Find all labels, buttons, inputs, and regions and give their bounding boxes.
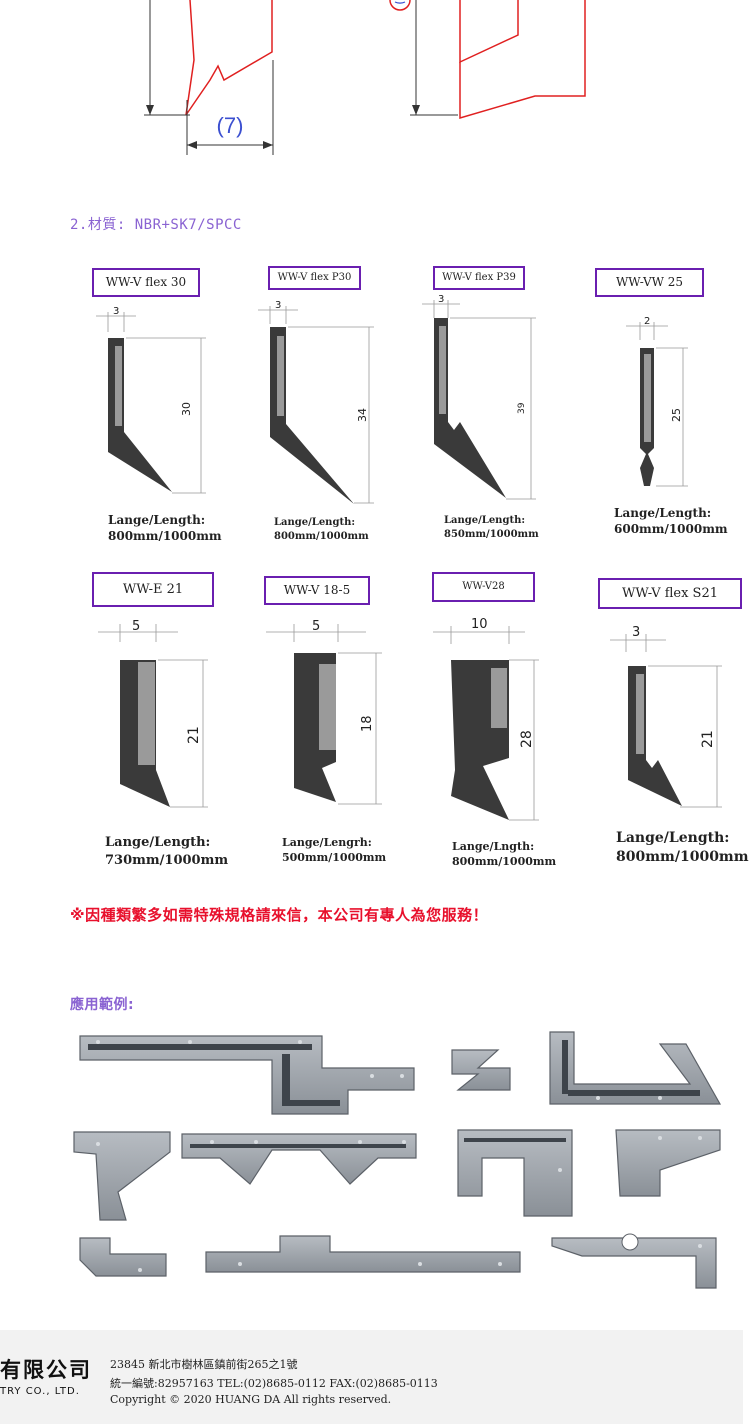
profile-drawing: 34 3 bbox=[258, 300, 374, 504]
product-name: WW-V flex 30 bbox=[92, 268, 200, 297]
profile-drawing: 21 5 bbox=[98, 619, 208, 808]
profile-drawing: 39 3 bbox=[422, 294, 536, 500]
length-value: 800mm/1000mm bbox=[452, 854, 557, 868]
length-label: Lange/Length: bbox=[108, 513, 206, 527]
product-name: WW-V 18-5 bbox=[264, 576, 370, 605]
profile-drawing: 21 3 bbox=[610, 625, 722, 808]
height-dim: 25 bbox=[670, 408, 683, 422]
product-name: WW-V flex P39 bbox=[433, 266, 525, 290]
company-logo-en: TRY CO., LTD. bbox=[0, 1386, 80, 1397]
footer-contact: 統一編號:82957163 TEL:(02)8685-0112 FAX:(02)… bbox=[110, 1377, 438, 1390]
height-dim: 39 bbox=[517, 402, 527, 414]
length-label: Lange/Length: bbox=[616, 830, 730, 846]
length-label: Lange/Lengrh: bbox=[282, 836, 372, 849]
height-dim: 34 bbox=[356, 408, 369, 422]
product-name: WW-V flex S21 bbox=[598, 578, 742, 609]
height-dim: 21 bbox=[186, 726, 202, 744]
product-name: WW-V28 bbox=[432, 572, 535, 602]
height-dim: 30 bbox=[180, 402, 193, 416]
width-dim: 5 bbox=[312, 619, 320, 634]
length-label: Lange/Length: bbox=[444, 515, 526, 526]
product-name: WW-VW 25 bbox=[595, 268, 704, 297]
product-card-ww-e-21: WW-E 21 21 5 Lange/Length: 730mm/1000mm bbox=[80, 570, 240, 880]
profile-drawing: 25 2 bbox=[626, 316, 688, 487]
length-value: 600mm/1000mm bbox=[614, 522, 728, 537]
profile-drawing: 18 5 bbox=[266, 619, 382, 805]
length-value: 850mm/1000mm bbox=[444, 528, 539, 540]
product-card-ww-v28: WW-V28 28 10 Lange/Lngth: 800mm/1000mm bbox=[425, 570, 585, 880]
application-examples bbox=[0, 1020, 743, 1320]
footer-copyright: Copyright © 2020 HUANG DA All rights res… bbox=[110, 1393, 392, 1406]
top-technical-drawing: (7) bbox=[0, 0, 743, 170]
material-title: 2.材質: NBR+SK7/SPCC bbox=[70, 217, 242, 233]
product-length: Lange/Length: 730mm/1000mm bbox=[105, 834, 228, 869]
product-card-ww-vw-25: WW-VW 25 25 2 Lange/Length: 600mm/1000mm bbox=[588, 262, 743, 552]
special-spec-notice: ※因種類繁多如需特殊規格請來信，本公司有專人為您服務！ bbox=[70, 906, 489, 924]
product-name: WW-V flex P30 bbox=[268, 266, 361, 290]
product-length: Lange/Length: 850mm/1000mm bbox=[444, 514, 539, 541]
width-dim: 3 bbox=[275, 300, 281, 311]
applications-title: 應用範例: bbox=[70, 997, 135, 1013]
product-card-ww-v-18-5: WW-V 18-5 18 5 Lange/Lengrh: 500mm/1000m… bbox=[258, 570, 418, 880]
width-dim: 3 bbox=[632, 625, 640, 640]
product-card-ww-v-flex-p30: WW-V flex P30 34 3 Lange/Length: 800mm/1… bbox=[250, 262, 410, 552]
length-label: Lange/Lngth: bbox=[452, 840, 535, 853]
product-card-ww-v-flex-s21: WW-V flex S21 21 3 Lange/Length: 800mm/1… bbox=[590, 570, 749, 880]
length-value: 730mm/1000mm bbox=[105, 852, 229, 868]
profile-drawing: 28 10 bbox=[433, 617, 539, 821]
dimension-label-7: (7) bbox=[216, 113, 244, 138]
product-card-ww-v-flex-p39: WW-V flex P39 39 3 Lange/Length: 850mm/1… bbox=[420, 262, 580, 552]
height-dim: 21 bbox=[700, 730, 716, 748]
company-logo-zh: 有限公司 bbox=[0, 1358, 92, 1382]
length-value: 500mm/1000mm bbox=[282, 850, 387, 864]
profile-drawing: 30 3 bbox=[96, 306, 206, 494]
length-value: 800mm/1000mm bbox=[616, 848, 749, 865]
product-length: Lange/Length: 600mm/1000mm bbox=[614, 505, 728, 537]
product-length: Lange/Lengrh: 500mm/1000mm bbox=[282, 836, 386, 866]
width-dim: 2 bbox=[644, 316, 650, 327]
length-label: Lange/Length: bbox=[105, 835, 211, 850]
product-card-ww-v-flex-30: WW-V flex 30 30 3 Lange/Length: 800mm/10… bbox=[80, 262, 240, 552]
length-value: 800mm/1000mm bbox=[108, 529, 222, 544]
top-drawing-svg bbox=[144, 0, 586, 155]
product-length: Lange/Length: 800mm/1000mm bbox=[108, 512, 222, 544]
product-name: WW-E 21 bbox=[92, 572, 214, 607]
application-examples-illustration bbox=[73, 1031, 722, 1289]
width-dim: 5 bbox=[132, 619, 140, 634]
product-length: Lange/Lngth: 800mm/1000mm bbox=[452, 840, 556, 870]
product-length: Lange/Length: 800mm/1000mm bbox=[616, 829, 749, 867]
length-label: Lange/Length: bbox=[274, 517, 356, 528]
product-length: Lange/Length: 800mm/1000mm bbox=[274, 516, 369, 543]
width-dim: 3 bbox=[113, 306, 119, 317]
height-dim: 18 bbox=[360, 715, 375, 732]
footer-address: 23845 新北市樹林區鎮前街265之1號 bbox=[110, 1358, 298, 1371]
footer: 有限公司 TRY CO., LTD. 23845 新北市樹林區鎮前街265之1號… bbox=[0, 1330, 743, 1424]
length-label: Lange/Length: bbox=[614, 506, 712, 520]
width-dim: 3 bbox=[438, 294, 444, 305]
height-dim: 28 bbox=[519, 730, 535, 748]
length-value: 800mm/1000mm bbox=[274, 530, 369, 542]
width-dim: 10 bbox=[471, 617, 488, 632]
